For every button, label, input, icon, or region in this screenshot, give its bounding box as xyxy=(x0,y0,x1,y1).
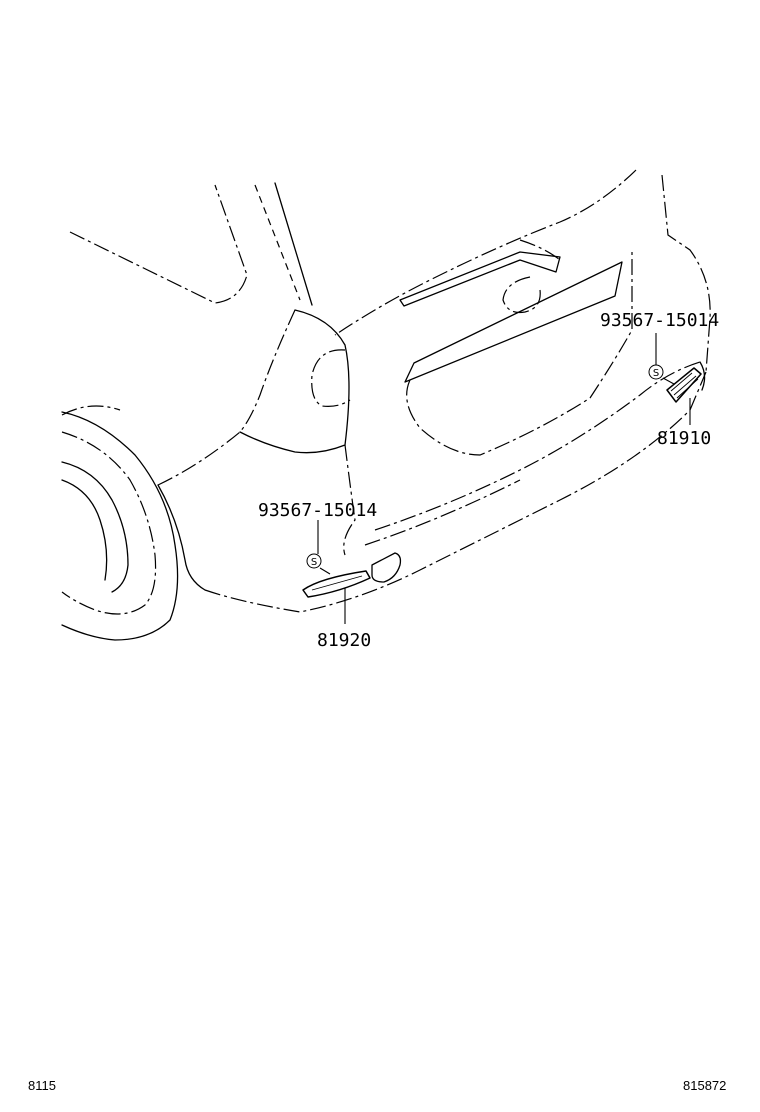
callout-reflector-left: 81920 xyxy=(317,630,371,651)
clip-symbol-upper: S xyxy=(648,364,664,380)
reflector-left-part xyxy=(302,570,371,598)
callout-clip-upper: 93567-15014 xyxy=(600,310,719,331)
leader-lines xyxy=(317,333,691,624)
illustration-number: 815872 xyxy=(683,1078,726,1093)
clip-symbol-label: S xyxy=(311,557,317,568)
clip-symbol-lower: S xyxy=(306,553,322,569)
rear-wheel xyxy=(61,405,179,641)
reflector-right-part xyxy=(666,367,702,403)
callout-reflector-right: 81910 xyxy=(657,428,711,449)
clip-symbol-label: S xyxy=(653,368,659,379)
figure-number: 8115 xyxy=(28,1078,56,1093)
vehicle-rear-outline xyxy=(69,169,711,613)
callout-clip-lower: 93567-15014 xyxy=(258,500,377,521)
